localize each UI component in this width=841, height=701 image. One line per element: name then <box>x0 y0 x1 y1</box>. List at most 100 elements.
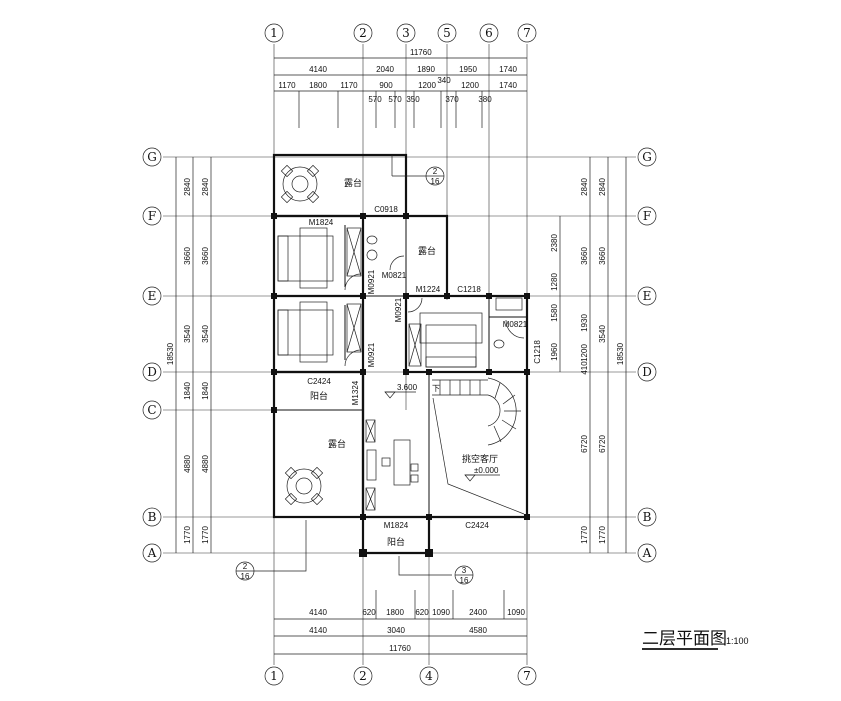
svg-text:4140: 4140 <box>309 608 327 617</box>
dimensions-bottom: 4140 620 1800 620 1090 2400 1090 4140 30… <box>274 590 527 655</box>
svg-text:1890: 1890 <box>417 65 435 74</box>
svg-text:G: G <box>642 150 652 164</box>
svg-text:E: E <box>148 289 157 303</box>
svg-text:M1824: M1824 <box>384 521 409 530</box>
outdoor-table-bottom <box>284 466 324 506</box>
svg-text:6: 6 <box>485 26 493 40</box>
svg-text:3040: 3040 <box>387 626 405 635</box>
spiral-stair <box>432 377 521 446</box>
svg-text:1200: 1200 <box>418 81 436 90</box>
furniture <box>254 155 525 576</box>
svg-text:4: 4 <box>425 669 433 683</box>
svg-text:1580: 1580 <box>550 304 559 322</box>
svg-text:1200: 1200 <box>580 344 589 362</box>
svg-text:3: 3 <box>462 566 467 575</box>
svg-text:380: 380 <box>478 95 492 104</box>
svg-text:2840: 2840 <box>598 178 607 196</box>
svg-text:1840: 1840 <box>183 382 192 400</box>
svg-text:370: 370 <box>445 95 459 104</box>
svg-text:1770: 1770 <box>580 526 589 544</box>
svg-text:2040: 2040 <box>376 65 394 74</box>
svg-text:M0921: M0921 <box>367 342 376 367</box>
room-balcony-bottom: 阳台 <box>387 536 405 547</box>
svg-text:11760: 11760 <box>410 48 432 57</box>
svg-text:M0821: M0821 <box>503 320 528 329</box>
room-labels: 露台 露台 阳台 露台 挑空客厅 阳台 <box>310 177 498 547</box>
svg-text:1770: 1770 <box>598 526 607 544</box>
svg-text:M0921: M0921 <box>394 297 403 322</box>
svg-text:±0.000: ±0.000 <box>474 466 499 475</box>
svg-text:C1218: C1218 <box>457 285 481 294</box>
svg-text:7: 7 <box>523 669 531 683</box>
svg-text:M1824: M1824 <box>309 218 334 227</box>
svg-text:A: A <box>642 546 652 560</box>
svg-text:11760: 11760 <box>389 644 411 653</box>
svg-text:2840: 2840 <box>580 178 589 196</box>
bed-3 <box>419 312 483 368</box>
svg-text:3660: 3660 <box>201 247 210 265</box>
wardrobes <box>346 227 422 511</box>
svg-text:570: 570 <box>368 95 382 104</box>
svg-text:2380: 2380 <box>550 234 559 252</box>
svg-text:1930: 1930 <box>580 314 589 332</box>
svg-text:4140: 4140 <box>309 626 327 635</box>
svg-text:M0821: M0821 <box>382 271 407 280</box>
dimensions-top: 11760 4140 2040 1890 1950 1740 1170 1800… <box>274 48 527 128</box>
svg-text:16: 16 <box>431 177 440 186</box>
svg-text:F: F <box>148 209 156 223</box>
svg-text:1800: 1800 <box>309 81 327 90</box>
axis-bubbles-top: 1 2 3 5 6 7 <box>264 23 537 43</box>
svg-text:A: A <box>147 546 157 560</box>
svg-text:340: 340 <box>437 76 451 85</box>
svg-text:1800: 1800 <box>386 608 404 617</box>
dimensions-right: 2380 1280 1580 1960 1930 1200 410 2840 3… <box>550 157 627 553</box>
room-terrace-small: 露台 <box>418 245 436 256</box>
svg-text:2: 2 <box>433 167 438 176</box>
svg-text:1740: 1740 <box>499 81 517 90</box>
svg-text:二层平面图: 二层平面图 <box>642 629 727 649</box>
svg-text:2840: 2840 <box>201 178 210 196</box>
svg-text:B: B <box>148 510 157 524</box>
svg-text:C0918: C0918 <box>374 205 398 214</box>
svg-text:620: 620 <box>362 608 376 617</box>
svg-text:1960: 1960 <box>550 343 559 361</box>
svg-text:F: F <box>643 209 651 223</box>
svg-text:C2424: C2424 <box>307 377 331 386</box>
svg-text:1170: 1170 <box>340 81 358 90</box>
dimensions-left: 2840 3660 3540 1840 4880 1770 2840 3660 … <box>166 157 212 553</box>
room-void-living: 挑空客厅 <box>462 453 498 464</box>
svg-text:1840: 1840 <box>201 382 210 400</box>
svg-text:1090: 1090 <box>432 608 450 617</box>
svg-text:3540: 3540 <box>598 325 607 343</box>
svg-text:2: 2 <box>359 26 367 40</box>
svg-text:620: 620 <box>415 608 429 617</box>
svg-text:1170: 1170 <box>278 81 296 90</box>
svg-text:B: B <box>643 510 652 524</box>
svg-text:3660: 3660 <box>598 247 607 265</box>
svg-text:D: D <box>642 365 652 379</box>
room-balcony-left: 阳台 <box>310 390 328 401</box>
svg-text:3540: 3540 <box>201 325 210 343</box>
svg-text:2400: 2400 <box>469 608 487 617</box>
svg-text:4580: 4580 <box>469 626 487 635</box>
walls <box>272 153 529 555</box>
svg-text:3660: 3660 <box>580 247 589 265</box>
svg-text:1090: 1090 <box>507 608 525 617</box>
svg-text:2: 2 <box>359 669 367 683</box>
svg-text:410: 410 <box>580 361 589 375</box>
svg-text:C: C <box>147 403 156 417</box>
door-swings <box>344 255 525 367</box>
svg-text:G: G <box>147 150 157 164</box>
detail-callouts: 216 216 316 <box>235 166 474 585</box>
elevation-marks: 3.600 ±0.000 <box>384 383 500 482</box>
svg-text:M1324: M1324 <box>351 380 360 405</box>
svg-text:900: 900 <box>379 81 393 90</box>
svg-text:C2424: C2424 <box>465 521 489 530</box>
svg-text:5: 5 <box>443 26 451 40</box>
svg-text:1: 1 <box>270 669 278 683</box>
svg-text:3: 3 <box>402 26 410 40</box>
opening-tags: C0918 M1824 M0821 M0921 M1224 C1218 M092… <box>307 205 542 530</box>
svg-text:2840: 2840 <box>183 178 192 196</box>
svg-text:下: 下 <box>432 384 440 393</box>
